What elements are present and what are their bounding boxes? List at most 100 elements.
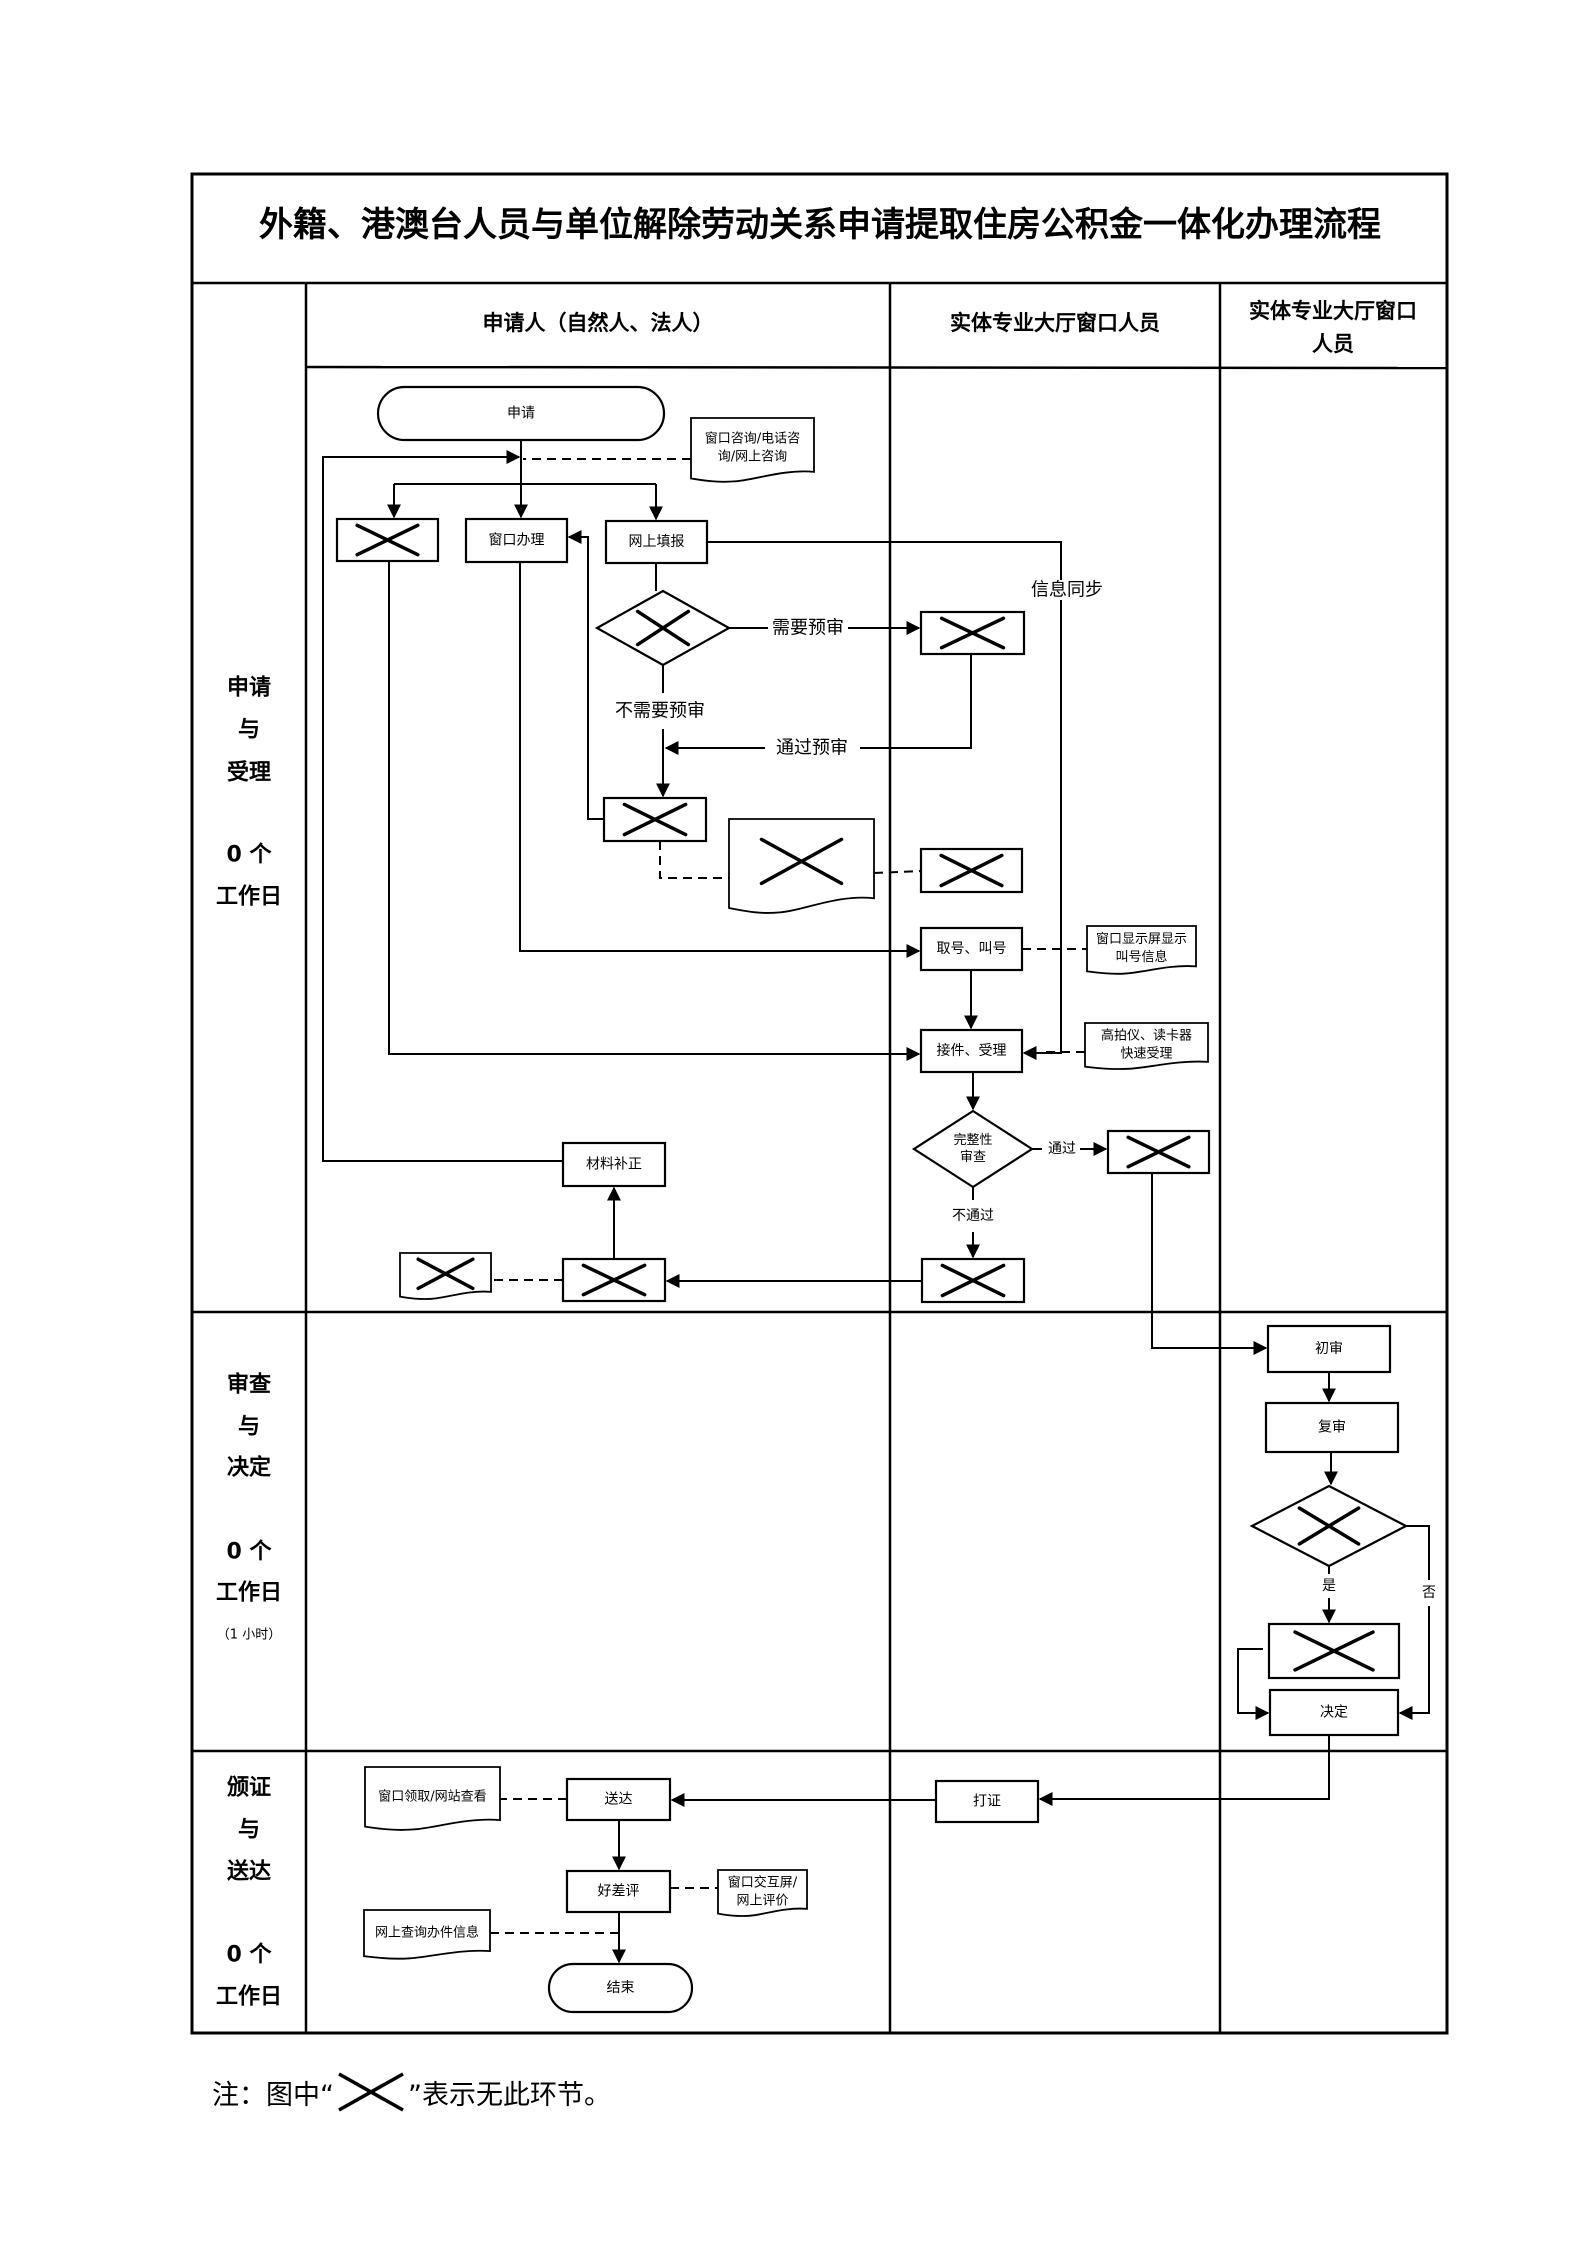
edge-label-yes: 是 — [1322, 1578, 1336, 1594]
node-query-doc: 网上查询办件信息 — [363, 1909, 491, 1960]
edge-doc-na3-dashed — [873, 870, 922, 874]
node-label: 网上评价 — [736, 1893, 788, 1908]
cross-icon — [939, 853, 1004, 888]
node-na-doc-big — [728, 818, 875, 914]
edge-pass-to-first-review — [1151, 1173, 1268, 1355]
node-na-fail-box — [920, 1257, 1026, 1304]
process-shape — [1264, 1401, 1400, 1454]
column-header-hall: 实体专业大厅窗口人员 — [950, 311, 1160, 335]
document-shape — [363, 1909, 491, 1960]
node-label: 窗口显示屏显示 — [1096, 931, 1187, 947]
node-label: 决定 — [1320, 1705, 1348, 1721]
edge-info-sync-to-accept — [1022, 600, 1062, 1060]
node-label: 申请 — [507, 406, 535, 422]
node-supplement: 材料补正 — [561, 1141, 667, 1188]
header-divider — [305, 365, 1448, 370]
process-shape — [1268, 1688, 1400, 1737]
edge-label-info-sync: 信息同步 — [1031, 580, 1103, 601]
process-shape — [919, 1028, 1024, 1074]
phase-label-apply: 受理 — [227, 760, 271, 786]
node-label: 快速受理 — [1120, 1046, 1172, 1061]
node-accept: 接件、受理 — [919, 1028, 1024, 1074]
edge-label-pass-prereview: 通过预审 — [776, 738, 848, 759]
node-label: 取号、叫号 — [937, 941, 1007, 957]
phase-label-deliver: 送达 — [227, 1859, 271, 1885]
node-label: 窗口领取/网站查看 — [378, 1788, 486, 1804]
node-start: 申请 — [376, 385, 666, 442]
edge-no-a — [1406, 1525, 1430, 1580]
phase-label-review: 审查 — [227, 1372, 271, 1398]
cross-icon — [338, 2072, 404, 2112]
page-title: 外籍、港澳台人员与单位解除劳动关系申请提取住房公积金一体化办理流程 — [259, 205, 1381, 245]
cross-icon — [940, 1263, 1006, 1298]
phase-label-apply: 0 个 — [227, 843, 273, 868]
decision-shape — [911, 1109, 1035, 1189]
cross-icon — [622, 802, 688, 837]
edge-info-sync-top — [707, 541, 1062, 580]
document-shape — [1086, 925, 1197, 975]
phase-label-apply: 申请 — [227, 675, 271, 701]
phase-label-review: 与 — [238, 1415, 260, 1440]
node-label: 初审 — [1315, 1340, 1343, 1357]
node-label: 网上查询办件信息 — [375, 1925, 479, 1941]
node-label: 窗口交互屏/ — [728, 1874, 798, 1890]
node-rating-doc: 窗口交互屏/网上评价 — [717, 1869, 808, 1917]
edge-window-to-take-number — [519, 562, 921, 958]
edge-decide-to-print — [1038, 1735, 1330, 1806]
process-shape — [1266, 1324, 1392, 1374]
node-label: 结束 — [607, 1980, 635, 1996]
document-shape — [399, 1252, 492, 1300]
phase-label-deliver: 颁证 — [227, 1776, 271, 1801]
phase-label-deliver: 0 个 — [227, 1943, 273, 1968]
node-pickup-doc: 窗口领取/网站查看 — [364, 1766, 501, 1831]
node-decide: 决定 — [1268, 1688, 1400, 1737]
node-label: 完整性 — [953, 1133, 992, 1148]
node-label: 叫号信息 — [1115, 949, 1167, 965]
edge-na2-doc-dashed — [659, 841, 729, 879]
terminal-shape — [376, 385, 666, 442]
node-online-fill: 网上填报 — [604, 519, 709, 565]
node-label: 审查 — [960, 1150, 986, 1165]
document-shape — [690, 417, 815, 483]
phase-label-review: 0 个 — [227, 1540, 273, 1565]
cross-icon — [1126, 1135, 1191, 1169]
node-na-fail-mid — [561, 1257, 667, 1303]
footnote-suffix: ”表示无此环节。 — [408, 2079, 611, 2111]
edge-label-pass: 通过 — [1048, 1141, 1076, 1157]
process-shape — [920, 1257, 1026, 1304]
node-label: 材料补正 — [586, 1157, 642, 1173]
node-label: 窗口办理 — [489, 532, 545, 549]
document-shape — [1084, 1022, 1209, 1070]
node-label: 接件、受理 — [937, 1042, 1007, 1059]
process-shape — [604, 519, 709, 565]
phase-label-review: 工作日 — [216, 1581, 282, 1606]
node-na-decision-1 — [594, 589, 732, 667]
process-shape — [919, 926, 1024, 972]
edge-labels: 需要预审不需要预审通过预审信息同步通过不通过是否 — [615, 580, 1436, 1602]
edge-na1-to-accept — [388, 561, 921, 1061]
column-header-hall2-line2: 人员 — [1312, 332, 1354, 356]
process-shape — [934, 1779, 1040, 1824]
phase-label-deliver: 与 — [238, 1818, 260, 1843]
node-label: 打证 — [973, 1793, 1001, 1810]
node-rating: 好差评 — [565, 1869, 672, 1914]
node-na-fail-doc — [399, 1252, 492, 1300]
node-label: 高拍仪、读卡器 — [1101, 1027, 1192, 1043]
footnote-prefix: 注：图中“ — [212, 2079, 334, 2111]
process-shape — [561, 1141, 667, 1188]
document-shape — [728, 818, 875, 914]
edge-label-no-prereview: 不需要预审 — [615, 701, 705, 722]
node-deliver: 送达 — [565, 1777, 672, 1822]
document-shape — [364, 1766, 501, 1831]
node-na-pass-box — [1106, 1129, 1211, 1175]
node-label: 询/网上咨询 — [718, 450, 787, 465]
node-na-box-1 — [335, 517, 440, 563]
edge-yes-box-to-decide — [1237, 1648, 1270, 1720]
phase-label-deliver: 工作日 — [216, 1985, 282, 2010]
phase-label-review: 决定 — [227, 1455, 271, 1481]
node-label: 网上填报 — [629, 534, 685, 550]
